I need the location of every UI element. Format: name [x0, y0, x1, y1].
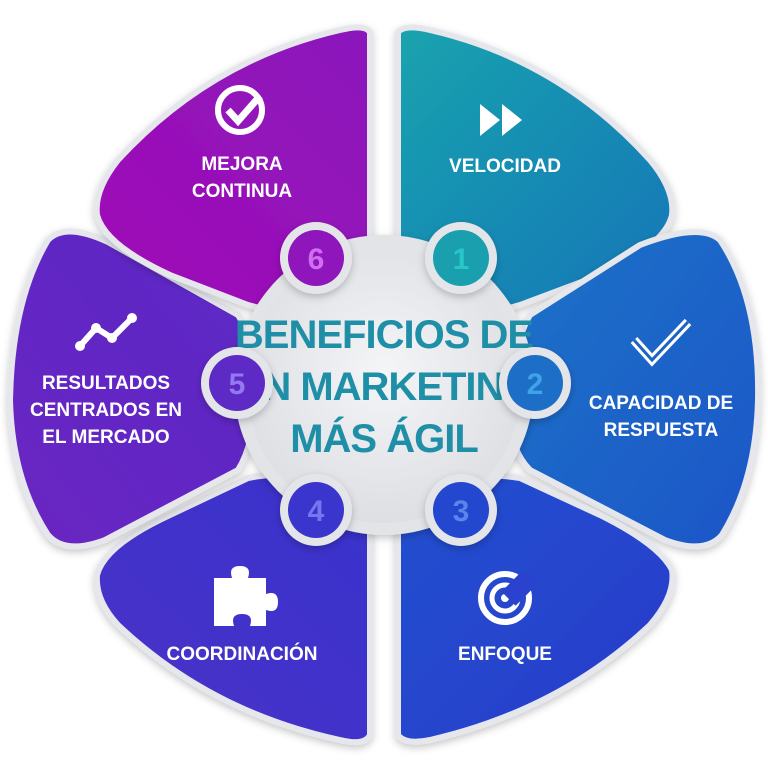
segment-6-label-line-1: MEJORA: [201, 154, 283, 175]
target-icon: [478, 570, 537, 625]
puzzle-piece-icon: [214, 566, 278, 626]
trend-line-icon: [75, 313, 137, 351]
center-circle: [246, 247, 522, 523]
badge-2: 2: [499, 347, 571, 419]
segment-5-label-line-3: EL MERCADO: [42, 427, 169, 448]
segment-2-label-line-2: RESPUESTA: [604, 420, 719, 441]
center-title-line-1: BENEFICIOS DE: [235, 313, 533, 357]
badge-number-6: 6: [308, 243, 325, 276]
badge-number-5: 5: [229, 368, 246, 401]
badge-5: 5: [201, 347, 273, 419]
badge-number-4: 4: [308, 495, 325, 528]
segment-5-label-line-1: RESULTADOS: [42, 373, 170, 394]
badge-4: 4: [280, 474, 352, 546]
segment-2-label-line-1: CAPACIDAD DE: [589, 393, 733, 414]
badge-number-3: 3: [453, 495, 470, 528]
center-title-line-2: UN MARKETING: [234, 365, 533, 409]
fast-forward-icon: [480, 104, 522, 136]
badge-6: 6: [280, 222, 352, 294]
badge-number-1: 1: [453, 243, 470, 276]
segment-6-label-line-2: CONTINUA: [192, 181, 293, 202]
center-title-line-3: MÁS ÁGIL: [290, 416, 478, 461]
segment-4-label-line-1: COORDINACIÓN: [167, 643, 318, 665]
segment-3-label-line-1: ENFOQUE: [458, 644, 552, 665]
check-circle-icon: [215, 85, 265, 135]
badge-1: 1: [425, 222, 497, 294]
badge-number-2: 2: [527, 368, 544, 401]
checkmark-icon: [630, 318, 692, 367]
segment-1-label-line-1: VELOCIDAD: [449, 156, 561, 177]
badge-3: 3: [425, 474, 497, 546]
segment-5-label-line-2: CENTRADOS EN: [30, 400, 182, 421]
